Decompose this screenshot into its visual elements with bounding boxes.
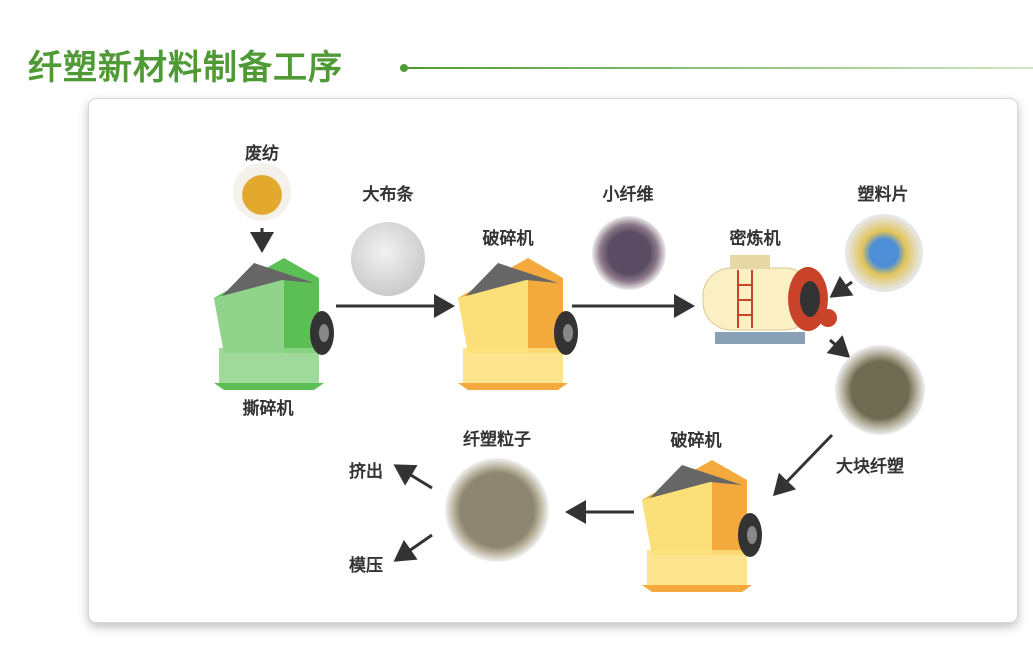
arrow-to-molding: [393, 533, 433, 562]
label-molding: 模压: [349, 556, 383, 576]
waste-textile-image: [233, 163, 291, 221]
plastic-flakes-image: [845, 214, 923, 292]
label-mixer: 密炼机: [729, 229, 781, 249]
arrow-mixer-to-block: [826, 335, 851, 358]
cloth-strips-image: [351, 222, 425, 296]
arrow-plastic-to-mixer: [829, 275, 854, 298]
pellets-image: [445, 458, 549, 562]
label-extrusion: 挤出: [349, 462, 383, 482]
arrow-block-to-crusher: [772, 433, 834, 497]
crusher-machine-1: [458, 258, 578, 390]
label-small-fiber: 小纤维: [602, 185, 654, 205]
arrow-to-extrusion: [393, 464, 433, 490]
label-cloth-strips: 大布条: [362, 185, 414, 205]
shredder-machine: [214, 258, 334, 390]
label-waste-textile: 废纺: [245, 144, 279, 164]
big-block-image: [835, 345, 925, 435]
label-plastic-flakes: 塑料片: [857, 185, 909, 205]
label-shredder: 撕碎机: [242, 399, 294, 419]
title-divider: [406, 67, 1033, 69]
page-title: 纤塑新材料制备工序: [28, 48, 343, 88]
title-dot: [400, 64, 408, 72]
crusher-machine-2: [642, 460, 762, 592]
label-big-block: 大块纤塑: [836, 457, 904, 477]
mixer-machine: [702, 255, 837, 344]
small-fiber-image: [592, 216, 666, 290]
label-crusher-1: 破碎机: [482, 229, 534, 249]
label-crusher-2: 破碎机: [670, 431, 722, 451]
label-pellets: 纤塑粒子: [463, 430, 531, 450]
